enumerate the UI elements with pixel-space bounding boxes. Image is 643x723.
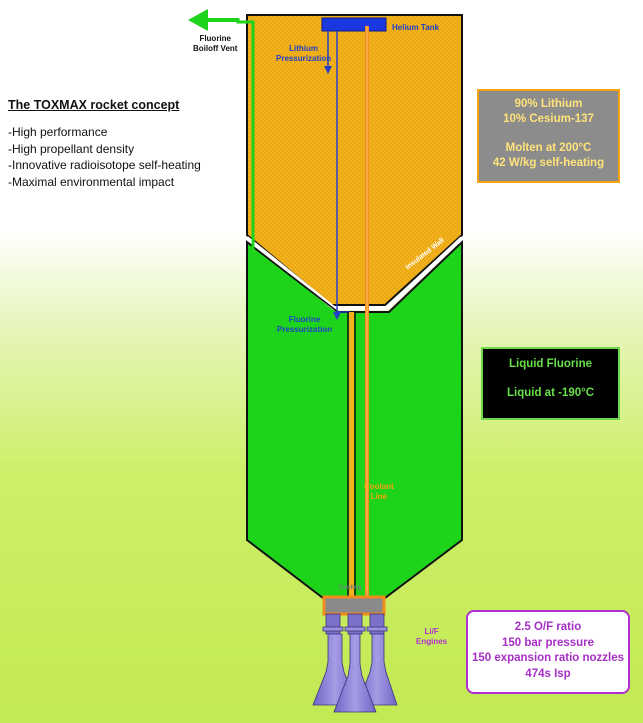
engine-info-line: 474s Isp <box>525 667 571 680</box>
helium-tank <box>321 17 387 32</box>
engine-info-line: 150 expansion ratio nozzles <box>471 652 625 664</box>
lithium-info-line: 90% Lithium <box>514 98 583 110</box>
fluorine-pressurization-label: Fluorine Pressurization <box>277 315 333 334</box>
lithium-pressurization-label: Lithium Pressurization <box>276 44 332 63</box>
concept-list: -High performance -High propellant densi… <box>8 124 201 190</box>
lithium-info-box: 90% Lithium 10% Cesium-137 Molten at 200… <box>477 89 620 183</box>
fluorine-info-line: Liquid at -190°C <box>506 387 595 399</box>
engine-right <box>356 613 398 706</box>
lithium-info-line: 42 W/kg self-heating <box>492 157 605 169</box>
concept-point: -Innovative radioisotope self-heating <box>8 158 201 172</box>
lithium-tank <box>246 14 463 306</box>
concept-point: -High performance <box>8 125 108 139</box>
vent-arrow-icon <box>188 9 208 31</box>
engine-cluster <box>312 613 398 713</box>
fluorine-info-line: Liquid Fluorine <box>508 358 593 370</box>
concept-point: -High propellant density <box>8 141 135 156</box>
engine-info-line: 150 bar pressure <box>501 636 595 649</box>
cooling-manifold <box>322 595 386 616</box>
concept-point: -Maximal environmental impact <box>8 174 175 189</box>
lithium-info-line: Molten at 200°C <box>505 142 592 154</box>
engines-label: Li/F Engines <box>416 627 448 646</box>
coolant-line-label: Coolant Line <box>364 482 394 501</box>
engine-info-line: 2.5 O/F ratio <box>514 621 582 633</box>
helium-tank-label: Helium Tank <box>392 23 439 32</box>
lithium-info-line: 10% Cesium-137 <box>503 113 594 125</box>
engine-info-box: 2.5 O/F ratio 150 bar pressure 150 expan… <box>466 610 630 694</box>
vent-label: Fluorine Boiloff Vent <box>193 34 238 53</box>
engine-center <box>333 613 377 713</box>
lithium-press-arrow-icon <box>324 66 332 74</box>
concept-title: The TOXMAX rocket concept <box>8 98 180 112</box>
cooling-manifold-label: Cooling <box>339 585 362 591</box>
insulated-wall <box>245 236 464 310</box>
fluorine-press-arrow-icon <box>333 312 341 320</box>
fluorine-info-box: Liquid Fluorine Liquid at -190°C <box>481 347 620 420</box>
